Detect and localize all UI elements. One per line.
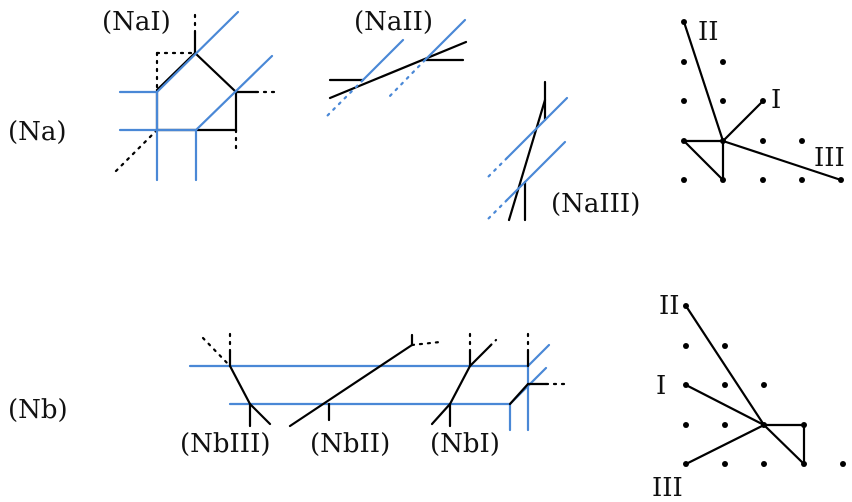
black-web-edge (288, 343, 414, 428)
web-na2: (NaII) (323, 7, 468, 120)
polygon-triangle (681, 139, 725, 183)
row-label-nb: (Nb) (8, 395, 68, 425)
lattice-point (722, 343, 728, 349)
label-na1: (NaI) (102, 7, 171, 37)
black-web-edge (508, 382, 530, 406)
lattice-point (720, 59, 726, 65)
black-dotted-leg (410, 340, 442, 347)
lattice-point (720, 98, 726, 104)
blue-web-edge (155, 10, 240, 94)
black-web-edge (507, 98, 547, 222)
label-nb3: (NbIII) (180, 429, 271, 459)
blue-web-edge (505, 180, 527, 202)
lattice-point (722, 382, 728, 388)
polygon-edge (684, 304, 766, 427)
lattice-point (681, 177, 687, 183)
polygon-label-III: III (814, 143, 845, 173)
polygon-edge (721, 139, 843, 182)
lattice-point (683, 343, 689, 349)
polygon-label-II: II (659, 291, 680, 321)
polygon-edge (682, 20, 725, 143)
row-label-na: (Na) (8, 117, 67, 147)
blue-dotted-leg (483, 156, 509, 182)
black-web-edge (328, 40, 468, 100)
lattice-point (799, 177, 805, 183)
black-web-edge (468, 344, 492, 368)
toric-polygon-b: II I III (652, 291, 846, 502)
black-web-edge (448, 364, 472, 406)
polygon-edge (684, 383, 766, 427)
polygon-label-I: I (771, 85, 781, 115)
lattice-point (761, 382, 767, 388)
polygon-label-III: III (652, 473, 683, 502)
black-dotted-leg (488, 338, 498, 348)
black-web-edge (430, 402, 452, 426)
blue-dotted-leg (386, 58, 427, 100)
blue-web-edge (523, 140, 567, 184)
polygon-edge (721, 99, 765, 143)
lattice-point (840, 461, 846, 467)
label-na3: (NaIII) (551, 189, 640, 219)
blue-dotted-leg (483, 198, 509, 224)
lattice-point (761, 461, 767, 467)
black-web-edge (228, 364, 252, 406)
lattice-point (799, 138, 805, 144)
black-web-pentagon (155, 51, 238, 132)
black-dotted-leg (113, 128, 159, 174)
blue-dotted-leg (323, 78, 365, 120)
blue-web-edge (543, 96, 569, 122)
polygon-label-I: I (656, 371, 666, 401)
web-na3: (NaIII) (483, 80, 640, 224)
polygon-triangle (761, 423, 806, 467)
blue-web-edge (526, 343, 551, 368)
black-dotted-leg (201, 336, 232, 368)
lattice-point (722, 461, 728, 467)
blue-web-edge (423, 18, 467, 62)
black-web-edge (248, 402, 272, 426)
label-na2: (NaII) (354, 7, 433, 37)
blue-web-edge (194, 54, 274, 132)
web-na1: (NaI) (102, 7, 280, 182)
lattice-point (760, 177, 766, 183)
blue-web-edge (505, 118, 547, 160)
toric-polygon-a: II I III (681, 17, 845, 183)
label-nb2: (NbII) (310, 429, 390, 459)
lattice-point (683, 422, 689, 428)
polygon-edge (684, 423, 766, 466)
lattice-point (681, 98, 687, 104)
polygon-label-II: II (698, 17, 719, 47)
blue-web-edge (361, 38, 405, 82)
label-nb1: (NbI) (430, 429, 500, 459)
web-nb: (NbIII) (NbII) (NbI) (180, 332, 568, 459)
lattice-point (760, 138, 766, 144)
lattice-point (722, 422, 728, 428)
lattice-point (681, 59, 687, 65)
